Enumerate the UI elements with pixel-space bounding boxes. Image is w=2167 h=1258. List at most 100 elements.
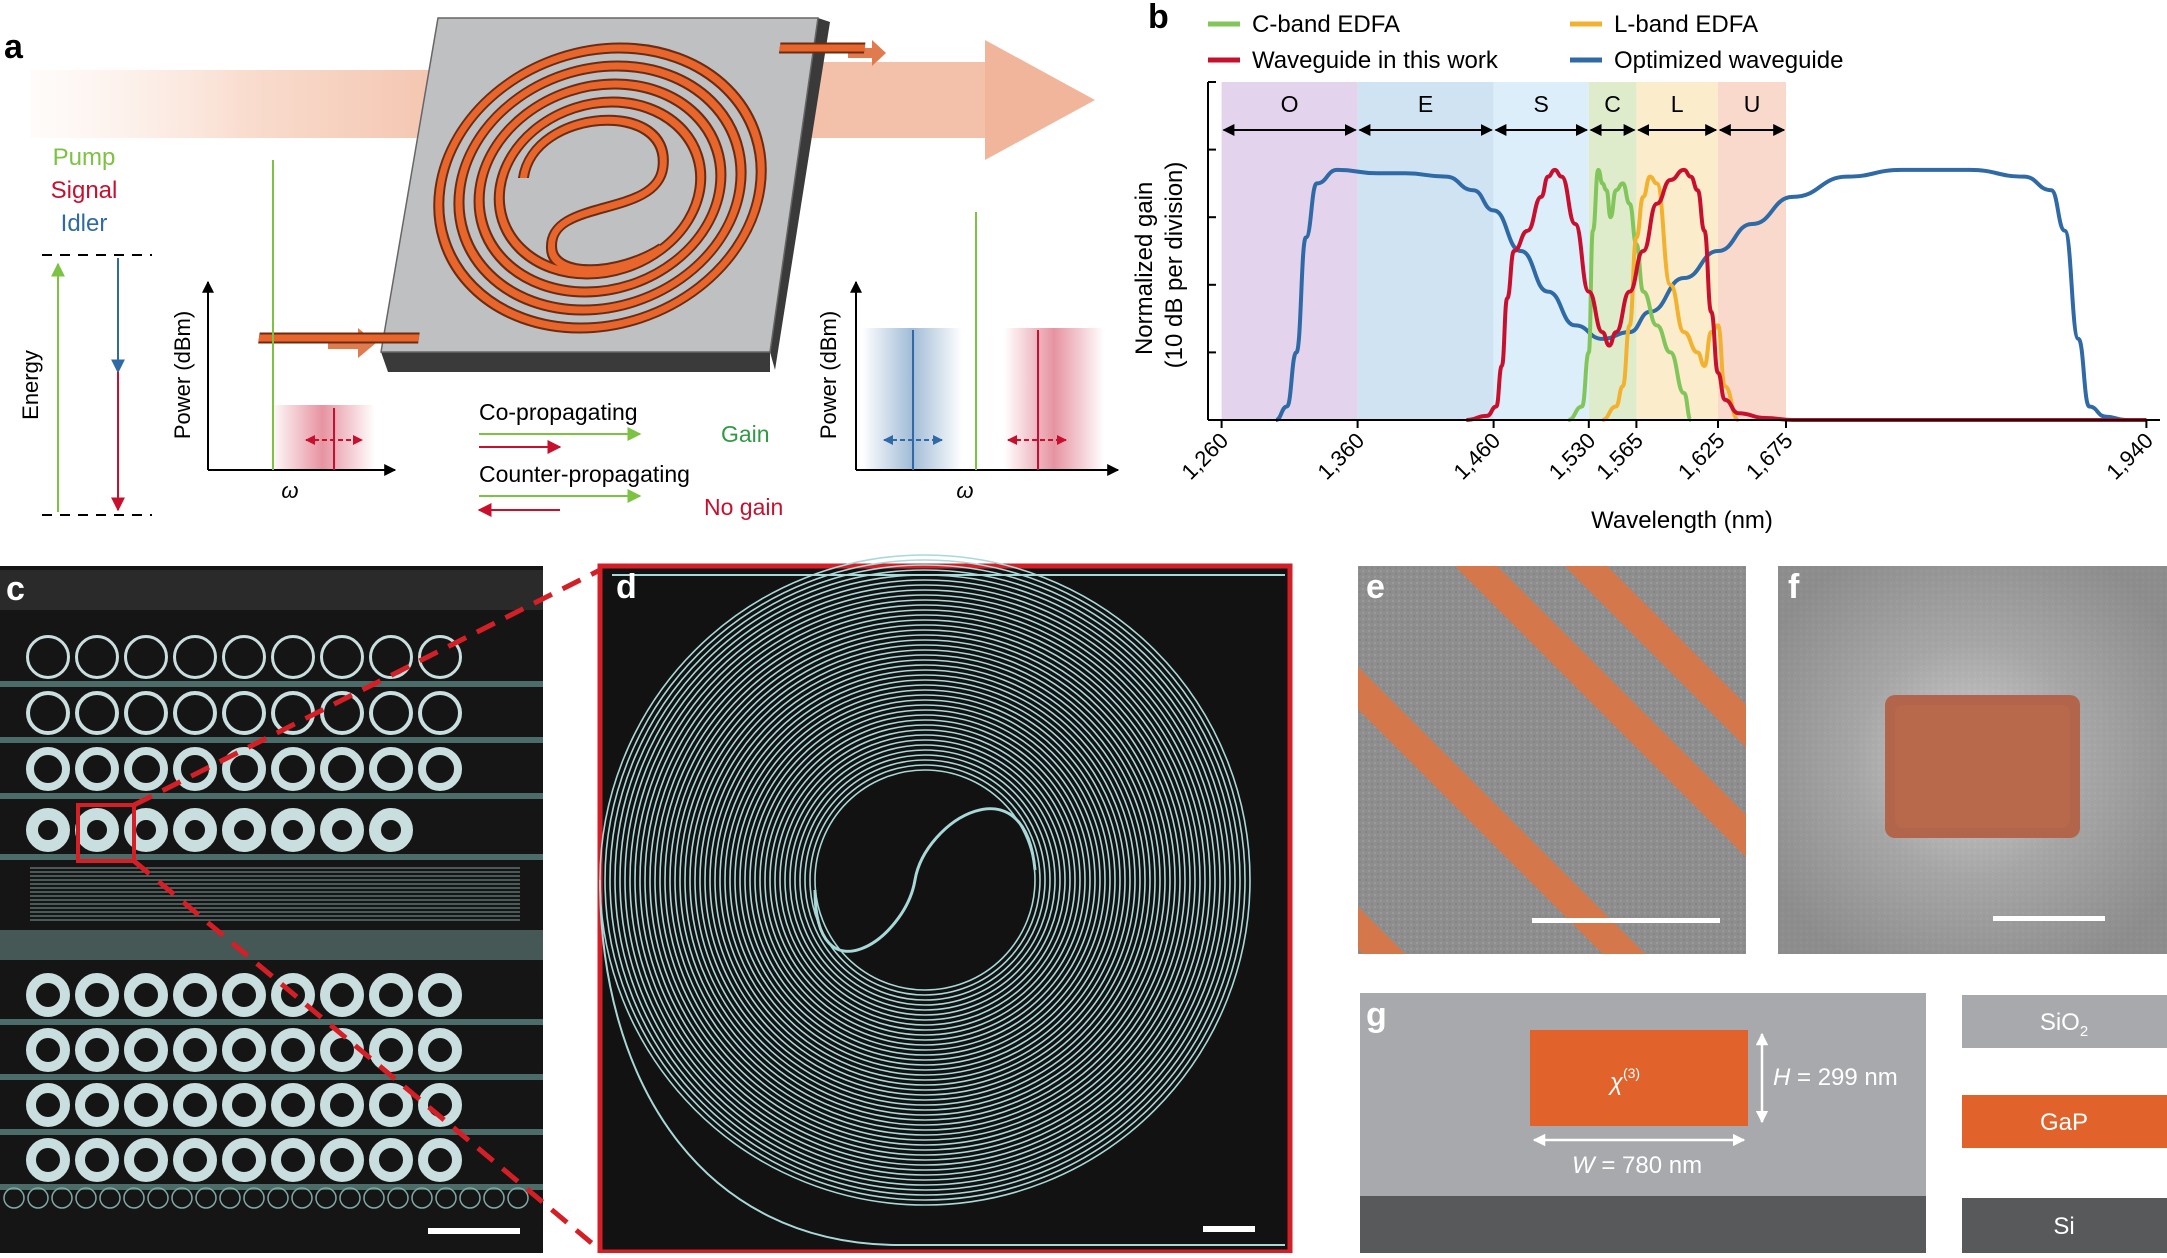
spiral-turn [754,709,1096,1051]
small-ring [363,1187,385,1209]
panel-b: b C-band EDFA Waveguide in this work L-b… [1131,0,2160,534]
small-ring [3,1187,25,1209]
legend-si-label: Si [2053,1213,2074,1240]
ring-device [173,808,217,852]
ring-device [222,1138,266,1182]
scale-bar-f [1993,916,2105,921]
ring-device [418,1028,462,1072]
counter-propagating-label: Counter-propagating [479,461,690,487]
energy-axis-label: Energy [18,350,43,420]
small-ring [339,1187,361,1209]
propagation-legend: Co-propagating Gain Counter-propagating … [477,399,783,520]
spiral-turn [609,564,1241,1196]
spiral-waveguide-micrograph [599,554,1285,1246]
spiral-turn [694,649,1156,1111]
chip-photo-devices [0,570,543,1209]
ring-device [369,691,413,735]
bus-waveguide [0,681,543,687]
x-tick-label: 1,940 [2101,428,2158,485]
ring-device [418,973,462,1017]
series-line-c-band-edfa [1567,167,1693,422]
x-tick-label: 1,625 [1673,428,1730,485]
spiral-turn [774,729,1076,1031]
small-ring [75,1187,97,1209]
legend-label-l-band: L-band EDFA [1614,11,1758,38]
width-label: W = 780 nm [1572,1152,1702,1179]
spiral-turn [814,769,1036,991]
scale-bar-c [428,1228,520,1234]
spiral-turn [704,659,1146,1101]
omega-label-left: ω [281,478,298,503]
spiral-turn [759,714,1091,1046]
spiral-turn [789,744,1061,1016]
spiral-s-bend [813,807,1037,953]
chip-edge-right [770,18,830,370]
series-line-waveguide-in-this-work [1466,167,2147,423]
ring-device [320,747,364,791]
small-ring [51,1187,73,1209]
ring-device [124,973,168,1017]
band-u [1718,82,1786,420]
ring-device [222,973,266,1017]
ring-device [124,635,168,679]
legend-gap-label: GaP [2040,1109,2088,1136]
spiral-turn [719,674,1131,1086]
ring-device [124,691,168,735]
small-ring [267,1187,289,1209]
ring-device [75,635,119,679]
sem-waveguides [1358,566,1746,954]
ring-device [369,808,413,852]
power-axis-label-right: Power (dBm) [816,311,841,439]
legend-label-optimized: Optimized waveguide [1614,47,1843,74]
spiral-turn [664,619,1186,1141]
x-tick-label: 1,565 [1591,428,1648,485]
co-propagating-label: Co-propagating [479,399,638,425]
legend-gap-swatch [1962,1095,2167,1148]
ring-device [124,1138,168,1182]
chart-axes [1207,81,2160,421]
ring-device [222,691,266,735]
no-gain-label: No gain [704,494,783,520]
ring-device [26,1138,70,1182]
ring-device [369,635,413,679]
spiral-turn [624,579,1226,1181]
ring-device [124,747,168,791]
legend-si-swatch [1962,1198,2167,1253]
spiral-turn [744,699,1106,1061]
ring-device [222,808,266,852]
ring-device [418,635,462,679]
spiral-turn [804,759,1046,1001]
small-ring [219,1187,241,1209]
band-o [1221,82,1358,420]
spiral-turn [674,629,1176,1131]
band-label-c: C [1604,91,1621,117]
gain-label: Gain [721,421,770,447]
chip-edge-bottom [381,352,770,372]
ring-device [271,747,315,791]
bus-waveguide [0,1074,543,1080]
spiral-turn [604,559,1246,1201]
y-axis-label-line2: (10 dB per division) [1161,162,1188,369]
spiral-turn [734,689,1116,1071]
ring-device [173,691,217,735]
ring-device [271,808,315,852]
spiral-turn [634,589,1216,1171]
spiral-turn [639,594,1211,1166]
ring-device [26,747,70,791]
spiral-turn [689,644,1161,1116]
spiral-turn [669,624,1181,1136]
spiral-turn [794,749,1056,1011]
small-ring [243,1187,265,1209]
chip-label-strip [0,570,543,610]
spiral-turn [644,599,1206,1161]
panel-a: a [4,17,1120,520]
ring-device [320,973,364,1017]
ring-device [418,691,462,735]
ring-device [26,691,70,735]
x-tick-label: 1,360 [1313,428,1370,485]
bus-waveguide [0,854,543,860]
ring-device [271,973,315,1017]
